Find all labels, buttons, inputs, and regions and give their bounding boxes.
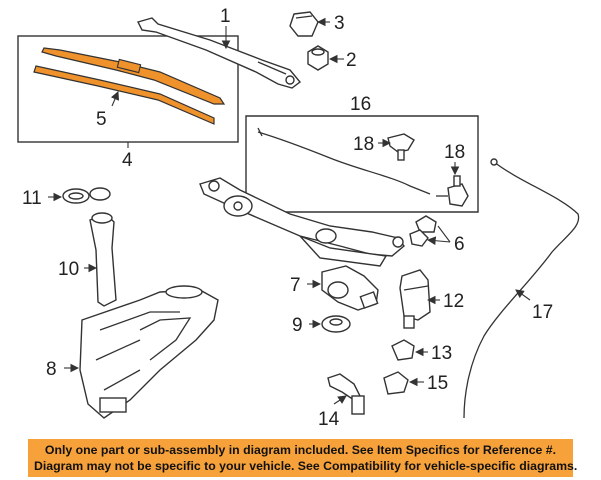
disclaimer-line-1: Only one part or sub-assembly in diagram… bbox=[44, 443, 557, 457]
callout-18b: 18 bbox=[444, 142, 465, 163]
fluid-level-sensor bbox=[327, 373, 365, 415]
callout-11: 11 bbox=[22, 188, 42, 209]
callout-18a: 18 bbox=[353, 134, 374, 155]
callout-14: 14 bbox=[318, 409, 340, 430]
washer-pump bbox=[399, 269, 431, 329]
hose-group-box bbox=[245, 115, 479, 213]
washer-hose-upper bbox=[257, 127, 431, 195]
callout-15: 15 bbox=[427, 373, 448, 394]
washer-nozzle bbox=[387, 133, 415, 161]
wiper-blade-refill[interactable] bbox=[33, 65, 215, 125]
callout-17: 17 bbox=[532, 302, 553, 323]
filler-neck bbox=[89, 212, 117, 307]
callout-16: 16 bbox=[350, 94, 371, 115]
callout-4: 4 bbox=[122, 150, 133, 171]
wiper-motor bbox=[321, 265, 379, 311]
callout-12: 12 bbox=[443, 291, 464, 312]
callout-8: 8 bbox=[46, 359, 57, 380]
washer-hose-long bbox=[463, 158, 580, 419]
callout-9: 9 bbox=[292, 315, 303, 336]
motor-grommet bbox=[321, 315, 351, 333]
filler-seal bbox=[62, 187, 111, 204]
callout-1: 1 bbox=[220, 6, 231, 27]
callout-10: 10 bbox=[58, 259, 79, 280]
callout-13: 13 bbox=[431, 343, 452, 364]
callout-2: 2 bbox=[346, 50, 357, 71]
pivot-grommets bbox=[409, 215, 437, 247]
wiper-arm bbox=[136, 17, 302, 89]
level-sensor-clip bbox=[383, 371, 409, 395]
washer-reservoir bbox=[79, 285, 219, 419]
wiper-blade-upper[interactable] bbox=[41, 47, 226, 105]
arm-nut bbox=[307, 45, 329, 71]
notice-banner-bg bbox=[28, 439, 573, 477]
callout-7: 7 bbox=[290, 275, 301, 296]
arm-cap bbox=[289, 11, 319, 37]
callout-5: 5 bbox=[96, 109, 107, 130]
callout-6: 6 bbox=[454, 234, 465, 255]
wiper-transmission bbox=[199, 177, 405, 267]
washer-check-valve bbox=[436, 175, 469, 207]
disclaimer-banner: Only one part or sub-assembly in diagram… bbox=[28, 439, 578, 477]
callout-3: 3 bbox=[334, 13, 345, 34]
pump-seal bbox=[391, 339, 415, 361]
disclaimer-line-2: Diagram may not be specific to your vehi… bbox=[34, 459, 578, 473]
